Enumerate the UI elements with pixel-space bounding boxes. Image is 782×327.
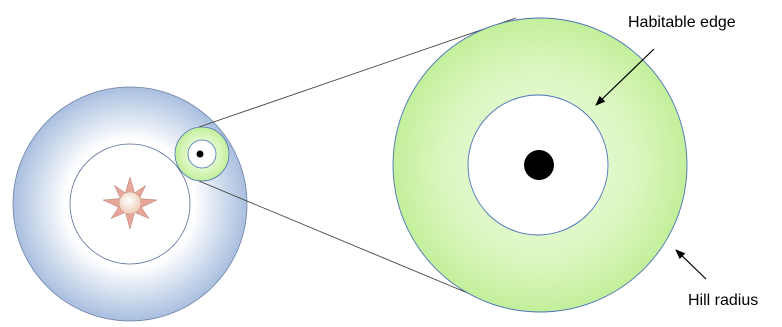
hill-radius-arrow [676, 250, 706, 279]
star-core [119, 192, 141, 214]
hill-radius-annotation: Hill radius [676, 250, 758, 309]
small-planet [197, 151, 204, 158]
hill-radius-label: Hill radius [688, 292, 758, 309]
magnified-hill-sphere [393, 18, 687, 312]
habitable-edge-label: Habitable edge [628, 14, 736, 31]
small-hill-sphere [175, 127, 229, 181]
planet [524, 150, 554, 180]
